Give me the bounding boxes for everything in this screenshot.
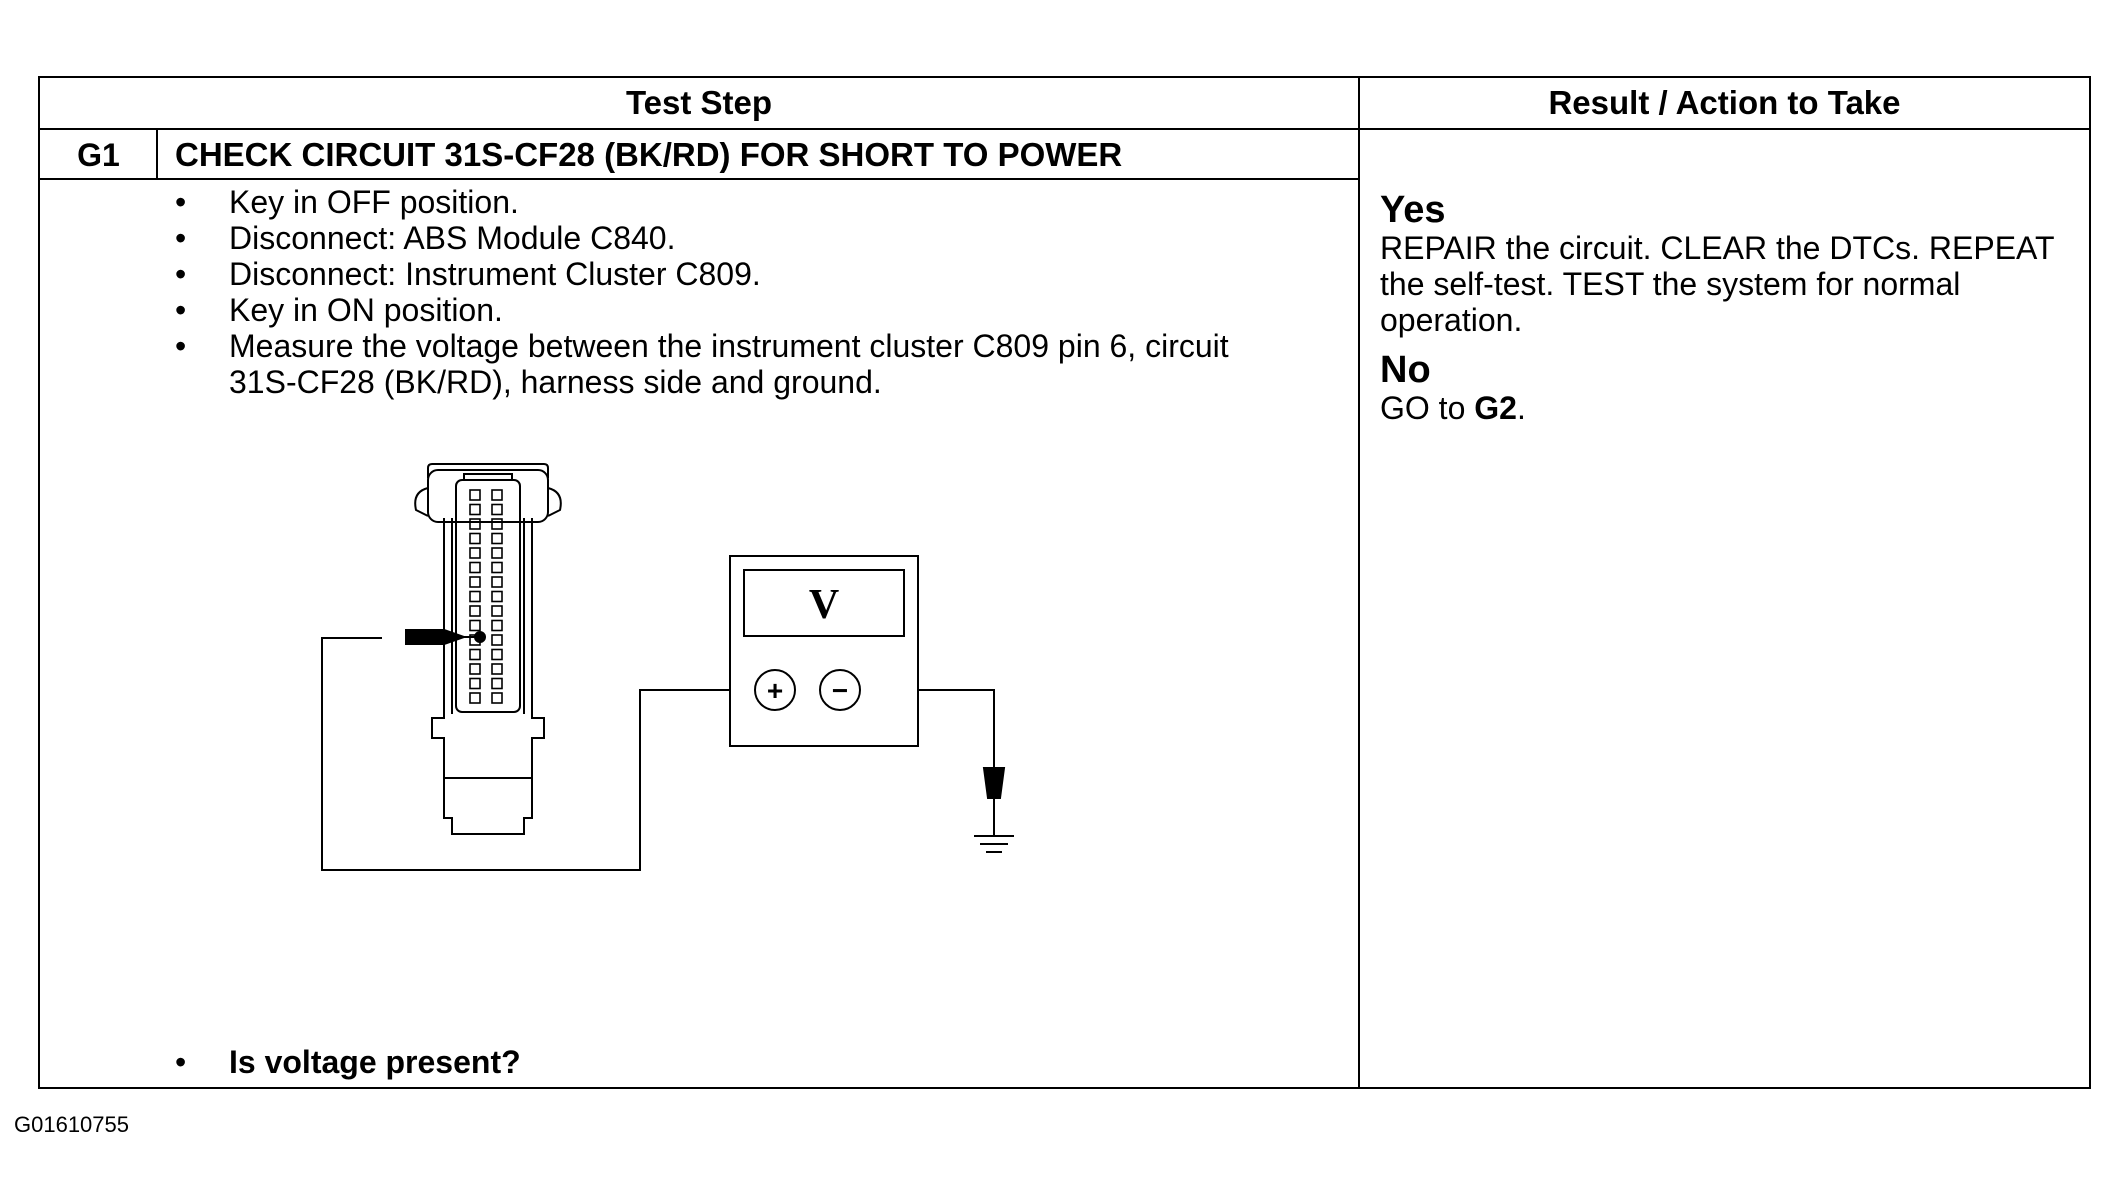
connector-pin	[491, 648, 503, 661]
step-question: Is voltage present?	[175, 1042, 521, 1082]
connector-pin	[469, 547, 481, 559]
connector-pin	[469, 576, 481, 588]
no-action-suffix: .	[1516, 390, 1526, 426]
header-result-action: Result / Action to Take	[1548, 84, 1901, 121]
connector-pin	[491, 634, 503, 646]
minus-symbol: −	[832, 675, 848, 706]
probe-lead	[321, 637, 730, 871]
connector-pin	[469, 605, 481, 617]
connector-pin	[491, 547, 503, 559]
step-id-divider	[156, 128, 158, 180]
yes-label: Yes	[1380, 189, 1446, 231]
connector-pin	[469, 518, 481, 530]
minus-terminal	[819, 669, 861, 711]
yes-action: REPAIR the circuit. CLEAR the DTCs. REPE…	[1380, 230, 2054, 338]
connector-pin	[469, 532, 481, 545]
connector-pin	[491, 605, 503, 617]
plus-symbol: +	[767, 675, 783, 706]
instruction-item: Disconnect: ABS Module C840.	[175, 220, 1279, 256]
connector-pin	[469, 619, 481, 632]
connector-pin	[491, 503, 503, 516]
no-action-target-link[interactable]: G2	[1474, 390, 1517, 426]
connector-pin	[469, 489, 481, 501]
wiring-diagram: V + −	[321, 463, 1014, 871]
column-divider	[1358, 78, 1360, 1087]
header-rule	[40, 128, 2089, 130]
no-action-prefix: GO to	[1380, 390, 1475, 426]
connector-body	[427, 463, 549, 478]
connector-pin	[469, 692, 481, 704]
connector-pin	[491, 532, 503, 545]
connector-pin	[469, 561, 481, 574]
connector-pin	[491, 590, 503, 603]
result-panel: Yes REPAIR the circuit. CLEAR the DTCs. …	[1380, 186, 2080, 426]
connector-head	[427, 469, 549, 523]
connector-pin	[469, 590, 481, 603]
voltmeter-display	[743, 569, 905, 637]
instruction-item: Measure the voltage between the instrume…	[175, 328, 1279, 400]
step-title-rule	[40, 178, 1358, 180]
step-title: CHECK CIRCUIT 31S-CF28 (BK/RD) FOR SHORT…	[175, 136, 1123, 173]
ground-lead	[918, 689, 995, 768]
voltmeter-display-text: V	[809, 582, 839, 628]
connector-pin	[469, 677, 481, 690]
connector-pins	[469, 489, 503, 704]
instruction-item: Key in ON position.	[175, 292, 1279, 328]
connector-pin	[469, 663, 481, 675]
connector-pin	[491, 489, 503, 501]
instruction-item: Key in OFF position.	[175, 184, 1279, 220]
connector-pin	[491, 663, 503, 675]
plus-terminal	[754, 669, 796, 711]
ground-symbol-icon	[974, 767, 1014, 853]
connector-pin	[491, 692, 503, 704]
instruction-list: Key in OFF position. Disconnect: ABS Mod…	[175, 184, 1279, 400]
connector-pin	[491, 518, 503, 530]
connector-pin	[491, 677, 503, 690]
step-id: G1	[77, 137, 120, 173]
probe	[405, 629, 486, 645]
no-label: No	[1380, 349, 1431, 391]
connector-pin	[469, 648, 481, 661]
connector-pin	[491, 619, 503, 632]
header-test-step: Test Step	[625, 84, 773, 121]
diagnostic-table: Test Step Result / Action to Take G1 CHE…	[38, 76, 2091, 1089]
figure-code: G01610755	[14, 1112, 129, 1137]
voltmeter	[729, 555, 919, 747]
connector-pin	[491, 561, 503, 574]
connector-pin	[491, 576, 503, 588]
instruction-item: Disconnect: Instrument Cluster C809.	[175, 256, 1279, 292]
connector-pin	[469, 503, 481, 516]
no-action: GO to G2.	[1380, 390, 2080, 426]
